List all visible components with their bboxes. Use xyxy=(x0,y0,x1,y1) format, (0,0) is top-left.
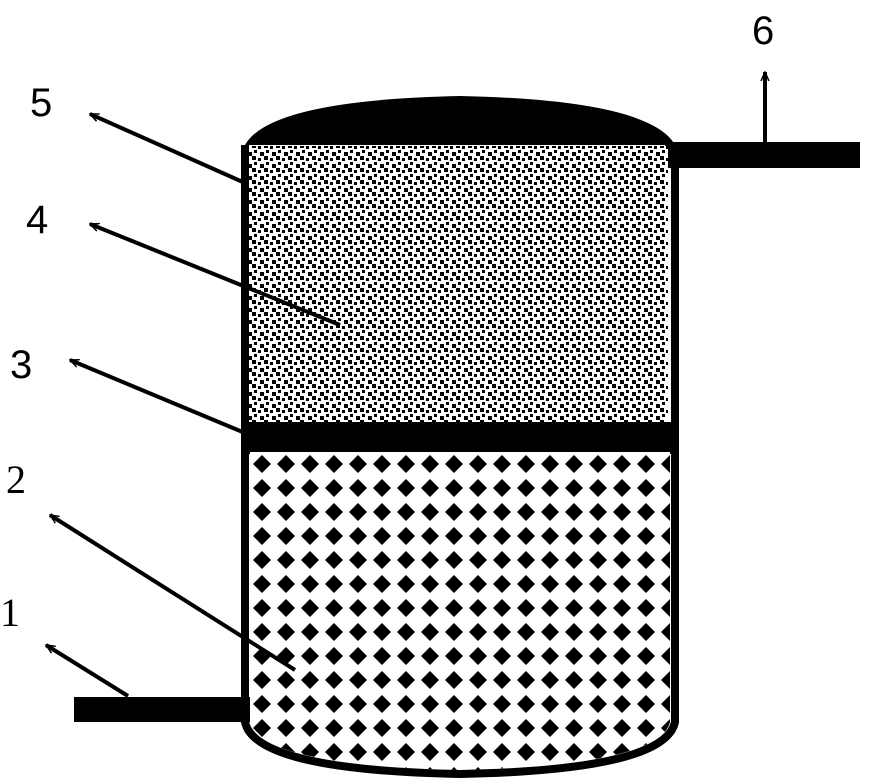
leader-line-2 xyxy=(50,513,297,672)
separator-plate xyxy=(242,422,676,454)
outlet-pipe xyxy=(665,142,860,168)
inlet-pipe xyxy=(74,697,250,722)
leader-line-4 xyxy=(90,222,341,327)
label-6: 6 xyxy=(752,9,774,53)
lower-bed-layer xyxy=(250,452,670,770)
vessel-wall xyxy=(241,145,679,779)
label-5: 5 xyxy=(30,81,52,125)
label-4: 4 xyxy=(26,198,48,242)
label-1: 1 xyxy=(0,590,20,635)
upper-bed-layer xyxy=(248,146,668,424)
leader-line-5 xyxy=(90,112,246,185)
label-2: 2 xyxy=(6,457,26,502)
label-3: 3 xyxy=(10,343,32,387)
leader-line-1 xyxy=(46,643,130,698)
leader-line-3 xyxy=(70,358,246,435)
top-dome-cap xyxy=(245,96,675,145)
